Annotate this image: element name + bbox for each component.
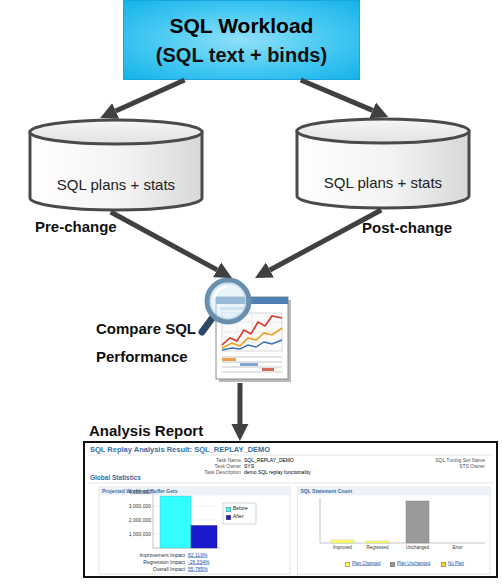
legend-text: No Plan [448,561,464,566]
flow-arrow [111,212,217,270]
flow-arrow [301,80,373,110]
legend-swatch [226,507,231,512]
magnifier-handle [202,317,213,332]
flow-arrow [237,383,242,424]
axis-tick: 3,000,000 [129,503,151,509]
report-heading: Analysis Report [89,422,203,440]
legend-box [223,503,256,524]
compare-label: Compare SQL Performance [96,315,228,371]
cylinder-top [297,119,469,143]
category-label: Regressed [367,545,389,550]
magnifier-lens [207,280,249,322]
category-label: Error [453,545,463,550]
report-title: SQL Replay Analysis Result: SQL_REPLAY_D… [90,445,270,454]
panel-header [298,487,490,495]
impact-value: -26.334% [188,559,209,565]
stage-label: Pre-change [35,218,117,235]
cylinder-outline [295,117,471,210]
field-name: STS Owner [459,463,485,469]
impact-name: Regression Impact [143,559,185,565]
cylinder-label: SQL plans + stats [295,174,471,191]
flow-arrow [270,210,381,270]
legend-swatch [441,562,446,567]
axis [153,490,220,548]
bar-regressed [366,541,389,543]
axis-tick: 4,000,000 [129,489,151,495]
chart-line [222,340,282,350]
legend-swatch [390,562,395,567]
cylinder-outline [28,118,204,212]
legend-text: Plan Unchanged [397,561,430,566]
box-heading: SQL Workload [170,13,314,39]
lens-highlight [215,287,226,296]
legend-text: Plan Changed [352,561,381,566]
legend-swatch [226,515,231,520]
database-cylinder: SQL plans + statsPost-change [295,117,471,210]
lens-rim [211,284,246,319]
section-heading: Global Statistics [90,474,141,482]
field-name: SQL Tuning Set Name [435,457,485,463]
bar-unchanged [406,501,429,543]
report-text-layer: SQL Replay Analysis Result: SQL_REPLAY_D… [85,443,496,576]
stage-label: Post-change [362,219,452,236]
database-cylinder: SQL plans + statsPre-change [28,118,204,212]
flow-arrow [116,80,185,111]
bar-after [191,526,217,549]
rule [88,455,493,456]
impact-name: Overall Impact [153,566,185,572]
table-cell [262,368,274,371]
field-name: Task Owner [215,463,241,469]
field-value: SYS [244,463,254,469]
bar-before [160,496,191,548]
chart-panel [298,487,491,574]
impact-name: Improvement Impact [139,552,185,558]
box-subheading: (SQL text + binds) [156,42,327,68]
legend-text: Before [233,506,248,512]
chart-panel [99,487,290,574]
cylinder-top [30,120,202,144]
chart-line [222,328,282,348]
table-cell [222,358,236,361]
table-cell [240,363,258,366]
impact-value: 55.785% [188,566,208,572]
axis [320,498,485,543]
axis-tick: 2,000,000 [129,517,151,523]
table-rows [222,357,282,372]
panel-heading: SQL Statement Count [301,488,353,494]
cylinder-label: SQL plans + stats [28,176,204,193]
field-name: Task Name [216,457,241,463]
legend-swatch [345,562,350,567]
field-name: Task Description [204,469,241,475]
axis-tick: 1,000,000 [129,531,151,537]
report-background [85,443,496,576]
impact-value: 82.119% [188,552,207,558]
bar-improved [331,540,354,543]
legend-text: After [233,514,244,520]
field-value: SQL_REPLAY_DEMO [244,457,294,463]
compare-icon: Compare SQL Performance [192,278,292,383]
panel-header [99,487,290,495]
rule [88,483,493,484]
field-value: demo SQL replay functionality [244,469,311,475]
workload-box: SQL Workload (SQL text + binds) [123,0,360,80]
category-label: Unchanged [406,545,429,550]
category-label: Improved [333,545,352,550]
